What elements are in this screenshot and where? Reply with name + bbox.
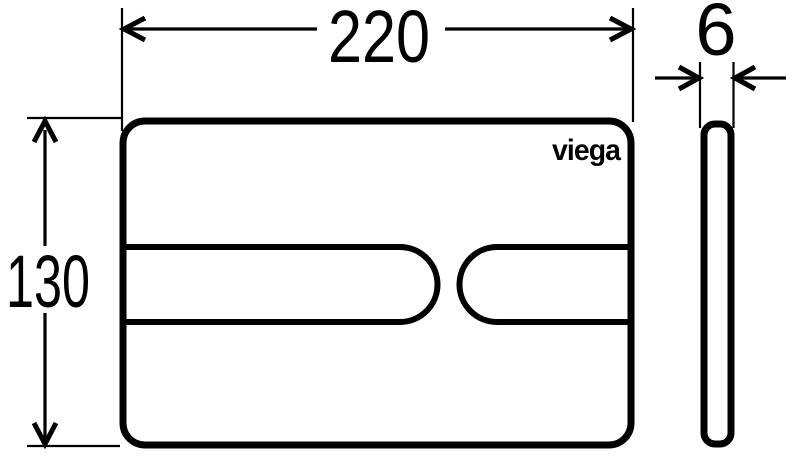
arrowhead-inward-left-icon bbox=[677, 64, 705, 92]
height-dimension-label: 130 bbox=[6, 240, 90, 323]
brand-logo-text: viega bbox=[552, 134, 621, 167]
front-view-plate-outline bbox=[119, 117, 635, 449]
height-dimension: 130 bbox=[6, 115, 122, 450]
front-view: viega bbox=[119, 117, 635, 449]
arrowhead-right-icon bbox=[608, 15, 637, 43]
width-dimension-label: 220 bbox=[328, 0, 430, 78]
arrowhead-up-icon bbox=[31, 115, 59, 144]
thickness-dimension-label: 6 bbox=[695, 0, 736, 71]
arrowhead-left-icon bbox=[118, 15, 147, 43]
arrowhead-inward-right-icon bbox=[729, 64, 757, 92]
large-flush-button-outline bbox=[123, 244, 441, 325]
small-flush-button-outline bbox=[456, 244, 631, 325]
side-view-plate-outline bbox=[700, 120, 735, 448]
side-view bbox=[700, 120, 735, 448]
width-dimension: 220 bbox=[118, 0, 637, 131]
arrowhead-down-icon bbox=[31, 421, 59, 450]
thickness-dimension: 6 bbox=[655, 0, 786, 128]
